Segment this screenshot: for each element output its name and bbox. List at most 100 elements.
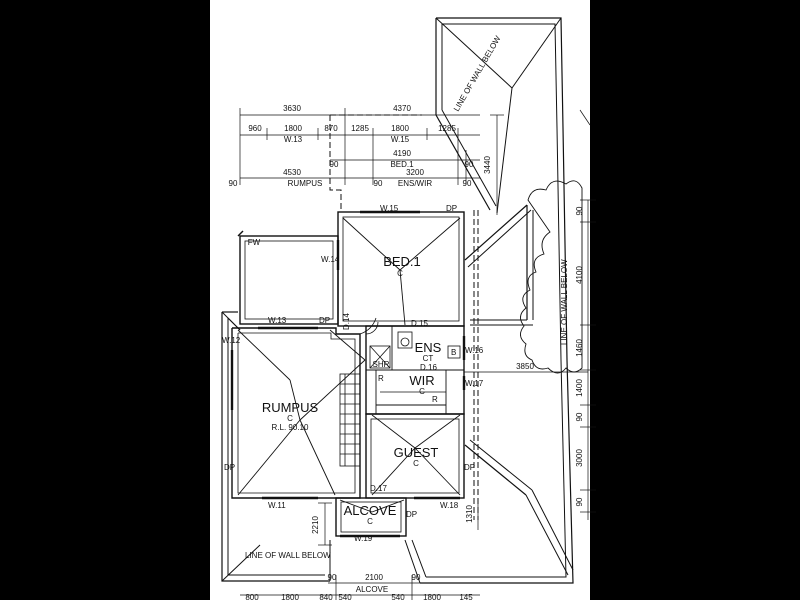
mark-r2: R: [432, 395, 438, 404]
dim-r-1310: 1310: [465, 505, 474, 523]
mark-w15: W.15: [380, 204, 399, 213]
room-alcove-name: ALCOVE: [344, 503, 397, 518]
dim-4530: 4530: [283, 168, 301, 177]
right-dimension-lines: [464, 109, 596, 530]
room-guest-name: GUEST: [394, 445, 439, 460]
dim-r-1400: 1400: [575, 379, 584, 397]
walls: [231, 211, 465, 537]
top-dimensions: 3630 4370 960 1800 870 1285 1800 1285 W.…: [229, 104, 492, 188]
dim-3200: 3200: [406, 168, 424, 177]
dim-b-alcove: ALCOVE: [356, 585, 388, 594]
mark-dp-bed1: DP: [446, 204, 457, 213]
dim-90a: 90: [330, 160, 339, 169]
note-wall-below-bottom: LINE OF WALL BELOW: [245, 551, 331, 560]
mark-w14: W.14: [321, 255, 340, 264]
dim-90d: 90: [374, 179, 383, 188]
room-wir-code: C: [419, 387, 425, 396]
dim-b-840: 840: [319, 593, 333, 600]
room-rumpus-code: C: [287, 414, 293, 423]
mark-dp-guest: DP: [464, 463, 475, 472]
dim-870: 870: [324, 124, 338, 133]
mark-dp-alcove: DP: [406, 510, 417, 519]
mark-d17: D.17: [370, 484, 387, 493]
dim-r-3850: 3850: [516, 362, 534, 371]
mark-dp-fw: DP: [319, 316, 330, 325]
room-ens-code: CT: [423, 354, 434, 363]
rumpus-hips: [237, 329, 366, 496]
mark-d15: D.15: [411, 319, 428, 328]
dim-b-145: 145: [459, 593, 473, 600]
room-shr-label: SHR: [373, 360, 390, 369]
mark-d14: D.14: [342, 313, 351, 330]
dim-1800b: 1800: [391, 124, 409, 133]
dim-w15: W.15: [391, 135, 410, 144]
dim-b-2210: 2210: [311, 516, 320, 534]
dim-b-540a: 540: [338, 593, 352, 600]
dim-90e: 90: [463, 179, 472, 188]
tree-canopy: [520, 180, 583, 374]
mark-d16: D.16: [420, 363, 437, 372]
dim-r-90b: 90: [575, 412, 584, 421]
top-dimension-lines: [239, 108, 504, 215]
dim-960: 960: [248, 124, 262, 133]
dim-1800a: 1800: [284, 124, 302, 133]
dim-3630: 3630: [283, 104, 301, 113]
bottom-dimensions: 2210 90 2100 90 800 1800 840 540 ALCOVE …: [245, 516, 473, 600]
note-wall-below-right: LINE OF WALL BELOW: [560, 259, 569, 345]
mark-w12: W.12: [222, 336, 241, 345]
room-ens-name: ENS: [415, 340, 442, 355]
mark-w18: W.18: [440, 501, 459, 510]
mark-w11: W.11: [268, 501, 286, 510]
window-ticks: [230, 210, 466, 538]
dim-90b: 90: [465, 160, 474, 169]
mark-w19: W.19: [354, 534, 373, 543]
roof-outline-lower: [221, 311, 427, 584]
dim-4190: 4190: [393, 149, 411, 158]
dim-rumpus: RUMPUS: [288, 179, 323, 188]
mark-r1: R: [378, 374, 384, 383]
room-bed1-code: C: [397, 269, 403, 278]
mark-dp-rumpus: DP: [224, 463, 235, 472]
dim-r-4100: 4100: [575, 266, 584, 284]
mark-w17: W.17: [465, 379, 484, 388]
ensuite-fixtures: [359, 317, 461, 369]
dim-4370: 4370: [393, 104, 411, 113]
bottom-dimension-lines: [240, 502, 480, 600]
dim-b-90b: 90: [412, 573, 421, 582]
mark-b: B: [451, 348, 456, 357]
dim-w13: W.13: [284, 135, 303, 144]
room-guest-code: C: [413, 459, 419, 468]
stairs: [339, 373, 361, 467]
note-wall-below-top: LINE OF WALL BELOW: [452, 34, 503, 113]
dim-b-90a: 90: [328, 573, 337, 582]
room-bed1-name: BED.1: [383, 254, 421, 269]
room-wir-name: WIR: [409, 373, 434, 388]
dim-b-2100: 2100: [365, 573, 383, 582]
dim-b-1800b: 1800: [423, 593, 441, 600]
dim-90c: 90: [229, 179, 238, 188]
room-fw-label: FW: [248, 238, 261, 247]
dim-1285b: 1285: [438, 124, 456, 133]
bed1-hips: [342, 217, 461, 326]
room-rumpus-rl: R.L. 90.10: [272, 423, 309, 432]
dim-b-800: 800: [245, 593, 259, 600]
dim-1285a: 1285: [351, 124, 369, 133]
dim-r-1460: 1460: [575, 339, 584, 357]
right-dimensions: 90 4100 1460 1400 90 3000 90 3850 1310: [465, 206, 584, 523]
opening-marks: W.15 DP W.14 W.13 DP W.12 W.16 W.17 W.11…: [222, 204, 484, 543]
roof-outline-upper: [420, 17, 574, 584]
roof-hips-right: [464, 204, 574, 576]
dim-b-1800a: 1800: [281, 593, 299, 600]
room-alcove-code: C: [367, 517, 373, 526]
dim-r-90c: 90: [575, 497, 584, 506]
dim-bed1: BED.1: [390, 160, 414, 169]
dim-3440: 3440: [483, 156, 492, 174]
dim-b-540b: 540: [391, 593, 405, 600]
mark-w13: W.13: [268, 316, 287, 325]
dim-r-90a: 90: [575, 206, 584, 215]
dim-enswir: ENS/WIR: [398, 179, 432, 188]
room-rumpus-name: RUMPUS: [262, 400, 319, 415]
room-labels: BED.1 C ENS CT WIR C RUMPUS C R.L. 90.10…: [248, 238, 442, 526]
